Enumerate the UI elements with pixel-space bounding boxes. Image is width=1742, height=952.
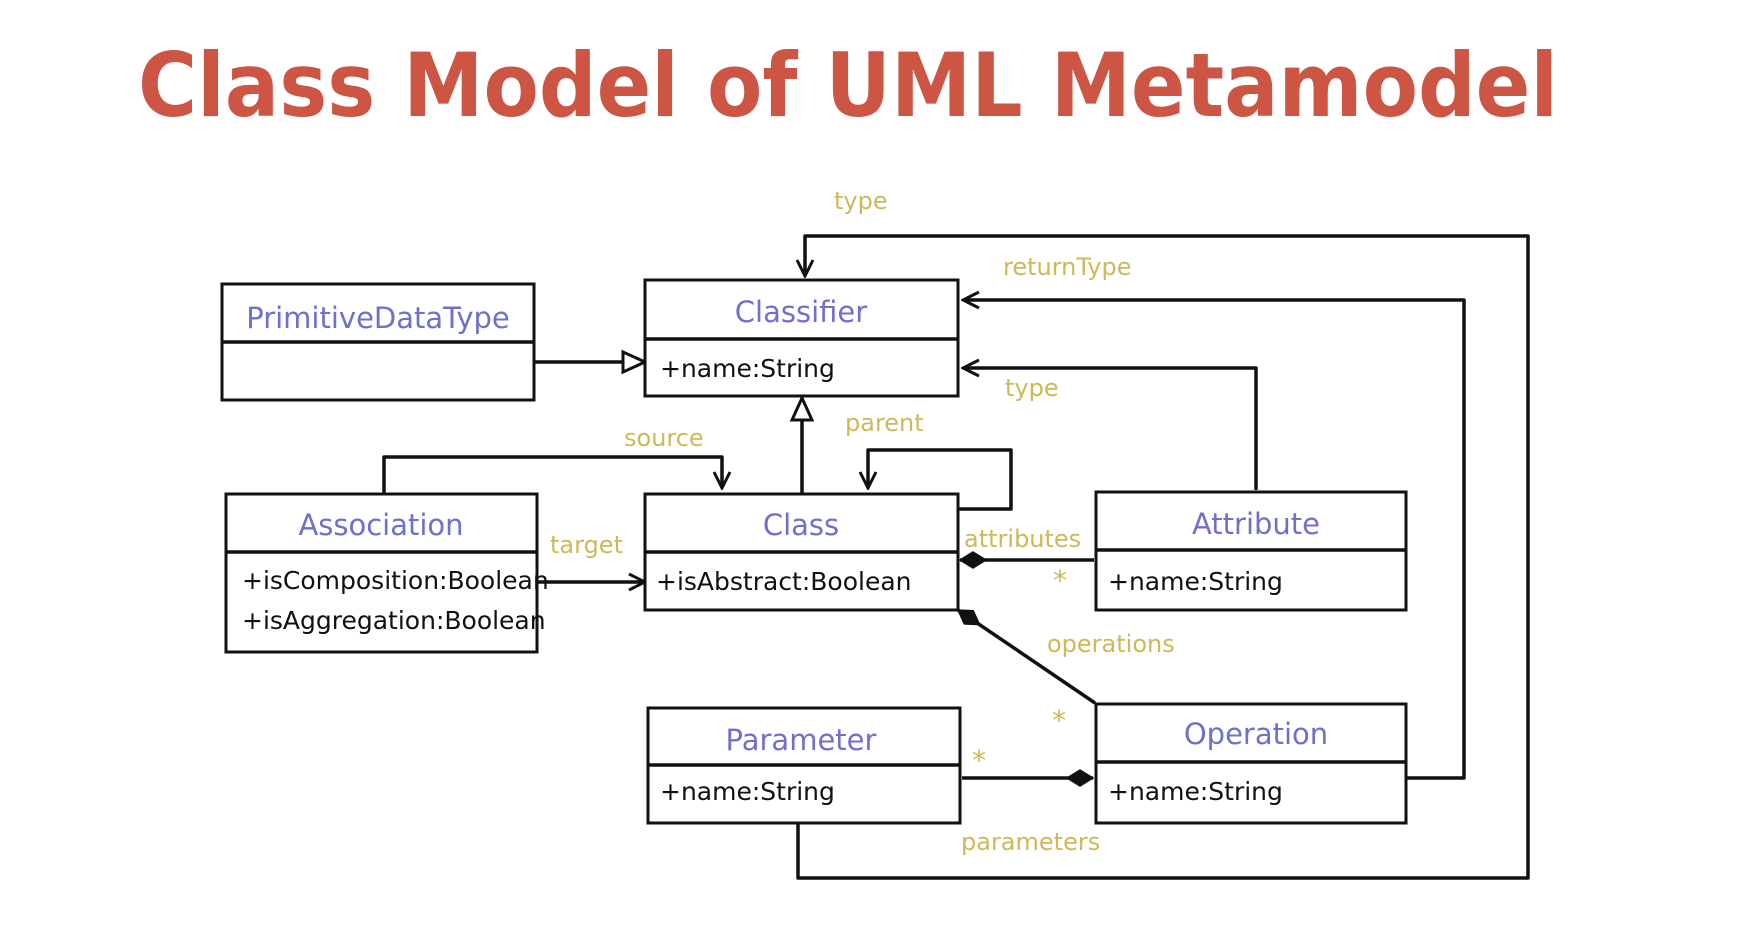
role-label-parent: parent xyxy=(845,409,924,437)
multiplicity-operations: * xyxy=(1052,704,1066,737)
role-label-return-type: returnType xyxy=(1003,253,1132,281)
class-name: Class xyxy=(763,508,839,542)
multiplicity-attributes: * xyxy=(1053,564,1067,597)
edge-attribute-type xyxy=(963,368,1258,490)
class-attribute: +name:String xyxy=(1108,567,1283,596)
edge-class-parent xyxy=(868,448,1013,511)
class-name: Attribute xyxy=(1192,507,1320,541)
role-label-attributes: attributes xyxy=(964,525,1081,553)
class-name: Classifier xyxy=(735,295,867,329)
class-attribute: +name:String xyxy=(1108,777,1283,806)
edge-class-operations xyxy=(956,608,1096,705)
class-classifier[interactable]: Classifier +name:String xyxy=(643,278,960,398)
class-primitive-data-type[interactable]: PrimitiveDataType xyxy=(220,282,536,402)
role-label-target: target xyxy=(550,531,623,559)
role-label-type-top: type xyxy=(834,187,888,215)
role-label-source: source xyxy=(624,424,704,452)
role-label-type-attribute: type xyxy=(1005,374,1059,402)
class-name: PrimitiveDataType xyxy=(246,301,510,335)
class-parameter[interactable]: Parameter +name:String xyxy=(646,706,962,825)
class-class[interactable]: Class +isAbstract:Boolean xyxy=(643,492,960,612)
role-label-operations: operations xyxy=(1047,630,1175,658)
class-name: Operation xyxy=(1184,717,1328,751)
class-attribute: +isComposition:Boolean xyxy=(242,566,549,595)
class-attribute: +name:String xyxy=(660,354,835,383)
class-name: Parameter xyxy=(726,723,877,757)
page-title: Class Model of UML Metamodel xyxy=(138,34,1558,137)
class-attribute: +isAbstract:Boolean xyxy=(656,567,912,596)
class-association[interactable]: Association +isComposition:Boolean +isAg… xyxy=(224,492,549,654)
class-name: Association xyxy=(298,508,463,542)
role-label-parameters: parameters xyxy=(961,828,1100,856)
multiplicity-parameters: * xyxy=(972,744,986,777)
class-attribute: +isAggregation:Boolean xyxy=(242,606,546,635)
edge-association-source xyxy=(382,455,722,494)
edge-parameter-type xyxy=(798,234,1530,880)
class-attribute-box[interactable]: Attribute +name:String xyxy=(1094,490,1408,612)
class-attribute: +name:String xyxy=(660,777,835,806)
class-operation[interactable]: Operation +name:String xyxy=(1094,702,1408,825)
edge-operation-returntype xyxy=(963,300,1466,780)
